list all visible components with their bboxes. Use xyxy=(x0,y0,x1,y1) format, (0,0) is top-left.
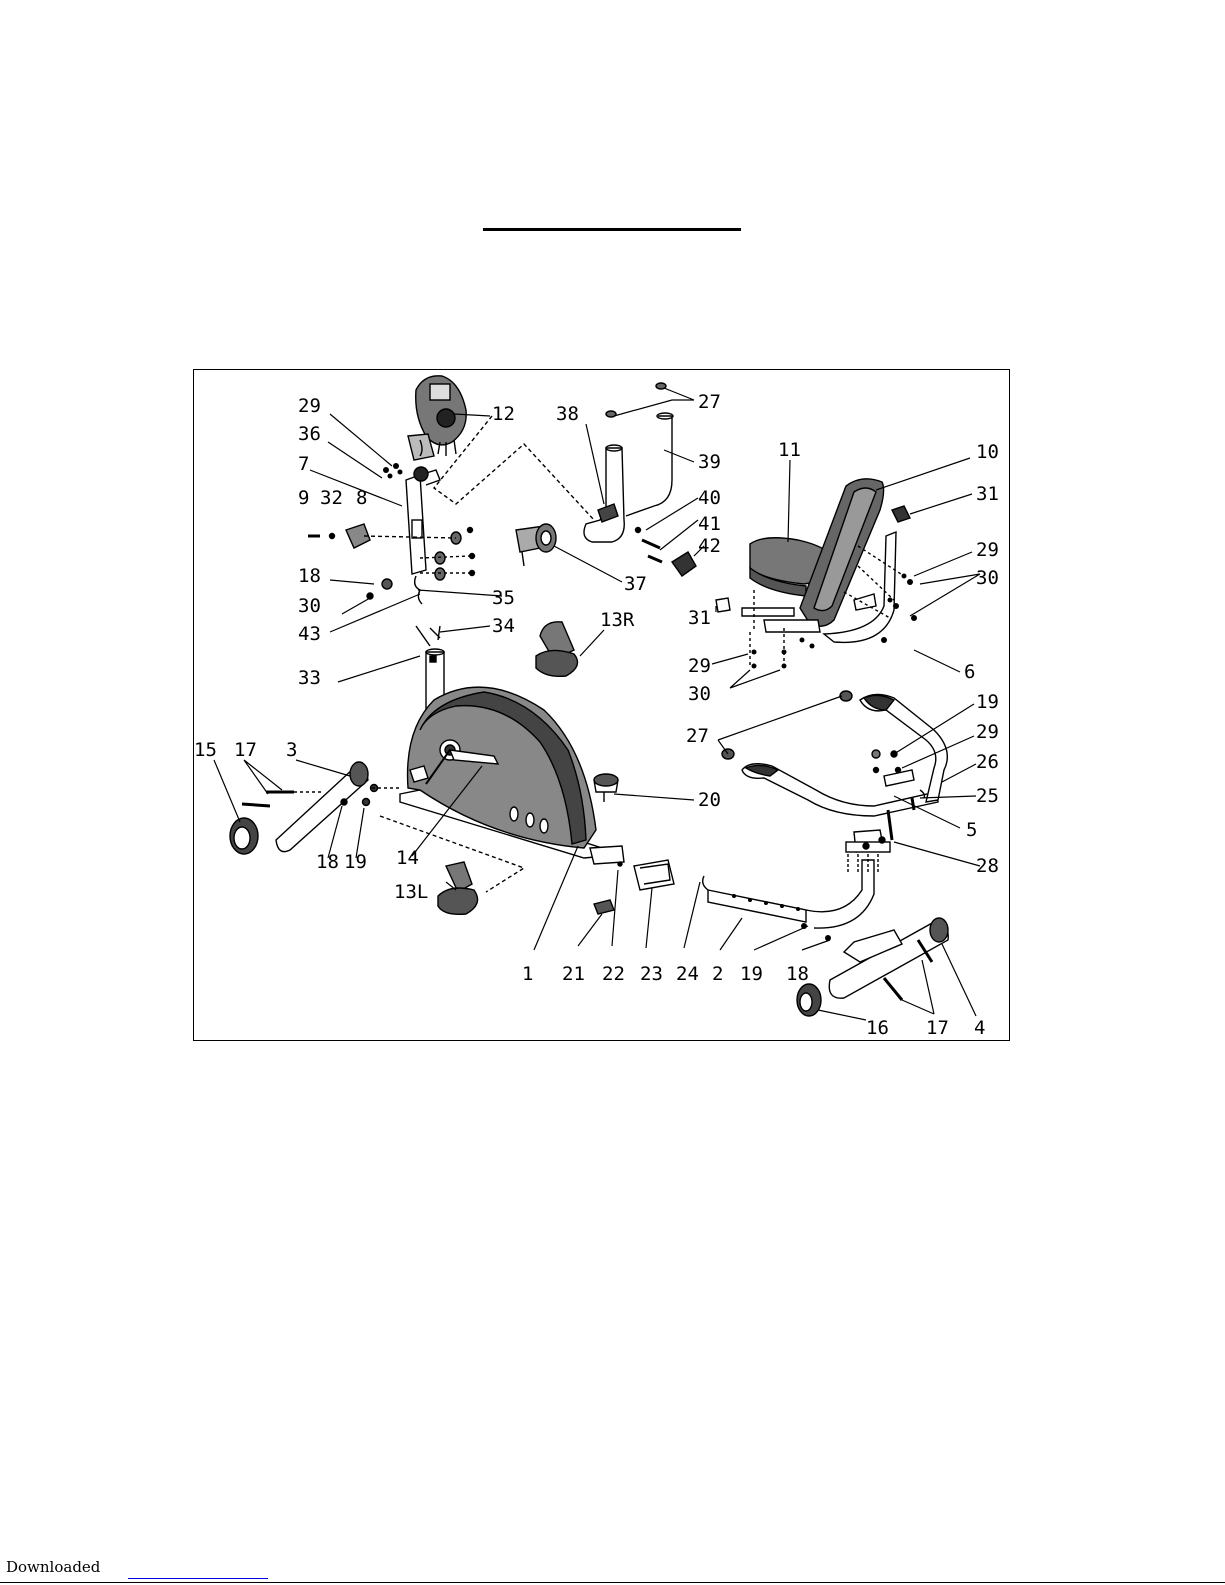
footer-link[interactable] xyxy=(128,1578,268,1579)
footer-downloaded-text: Downloaded xyxy=(6,1558,100,1576)
part-label: 13L xyxy=(394,881,428,903)
part-label: 37 xyxy=(624,573,647,595)
left-pedal-part xyxy=(438,862,478,914)
part-label: 40 xyxy=(698,487,721,509)
part-label: 34 xyxy=(492,615,515,637)
part-label: 8 xyxy=(356,487,367,509)
part-label: 24 xyxy=(676,963,699,985)
part-label: 35 xyxy=(492,587,515,609)
part-label: 18 xyxy=(786,963,809,985)
part-label: 33 xyxy=(298,667,321,689)
part-label: 17 xyxy=(926,1017,949,1039)
part-label: 30 xyxy=(976,567,999,589)
part-label: 21 xyxy=(562,963,585,985)
part-label: 43 xyxy=(298,623,321,645)
part-label: 27 xyxy=(698,391,721,413)
part-label: 9 xyxy=(298,487,309,509)
cap-part xyxy=(716,598,730,612)
part-label: 29 xyxy=(976,539,999,561)
part-label: 10 xyxy=(976,441,999,463)
seat-handlebar-bolts xyxy=(872,750,925,840)
part-label: 29 xyxy=(976,721,999,743)
cap-part xyxy=(672,552,696,576)
handlebar-post-part xyxy=(406,434,440,604)
adjuster-part xyxy=(594,900,614,914)
part-label: 16 xyxy=(866,1017,889,1039)
handlebar-screws xyxy=(636,528,663,563)
bracket-screws xyxy=(383,463,403,479)
part-label: 38 xyxy=(556,403,579,425)
part-label: 18 xyxy=(316,851,339,873)
main-frame-part xyxy=(400,687,624,864)
part-label: 25 xyxy=(976,785,999,807)
part-label: 30 xyxy=(688,683,711,705)
part-label: 11 xyxy=(778,439,801,461)
tension-knob-parts xyxy=(308,524,370,548)
part-label: 32 xyxy=(320,487,343,509)
part-label: 29 xyxy=(688,655,711,677)
page-bottom-rule xyxy=(0,1582,1225,1583)
part-label: 17 xyxy=(234,739,257,761)
rear-stabilizer-part xyxy=(797,918,948,1016)
seat-handlebar-part xyxy=(742,694,947,816)
adjust-knob-part xyxy=(594,774,618,802)
part-label: 5 xyxy=(966,819,977,841)
part-label: 42 xyxy=(698,535,721,557)
part-label: 20 xyxy=(698,789,721,811)
cap-part xyxy=(892,506,910,522)
part-label: 19 xyxy=(344,851,367,873)
part-label: 26 xyxy=(976,751,999,773)
part-label: 41 xyxy=(698,513,721,535)
part-label: 19 xyxy=(976,691,999,713)
front-handlebar-part xyxy=(584,413,673,542)
part-label: 6 xyxy=(964,661,975,683)
part-label: 13R xyxy=(600,609,635,631)
part-label: 28 xyxy=(976,855,999,877)
part-label: 36 xyxy=(298,423,321,445)
right-pedal-part xyxy=(536,622,578,677)
part-label: 18 xyxy=(298,565,321,587)
part-label: 1 xyxy=(522,963,533,985)
exploded-view-drawing: 29 36 7 9 32 8 18 30 43 33 12 38 27 39 4… xyxy=(194,370,1010,1041)
part-label: 3 xyxy=(286,739,297,761)
part-label: 12 xyxy=(492,403,515,425)
part-label: 4 xyxy=(974,1017,985,1039)
part-label: 15 xyxy=(194,739,217,761)
part-label: 14 xyxy=(396,847,419,869)
part-label: 31 xyxy=(976,483,999,505)
exploded-view-diagram: 29 36 7 9 32 8 18 30 43 33 12 38 27 39 4… xyxy=(193,369,1010,1041)
title-underline xyxy=(483,228,741,231)
handlebar-knob-part xyxy=(516,524,556,566)
part-label: 2 xyxy=(712,963,723,985)
part-label: 30 xyxy=(298,595,321,617)
part-label: 39 xyxy=(698,451,721,473)
part-label: 7 xyxy=(298,453,309,475)
part-label: 31 xyxy=(688,607,711,629)
part-label: 22 xyxy=(602,963,625,985)
part-label: 29 xyxy=(298,395,321,417)
part-label: 23 xyxy=(640,963,663,985)
part-label: 19 xyxy=(740,963,763,985)
part-label: 27 xyxy=(686,725,709,747)
